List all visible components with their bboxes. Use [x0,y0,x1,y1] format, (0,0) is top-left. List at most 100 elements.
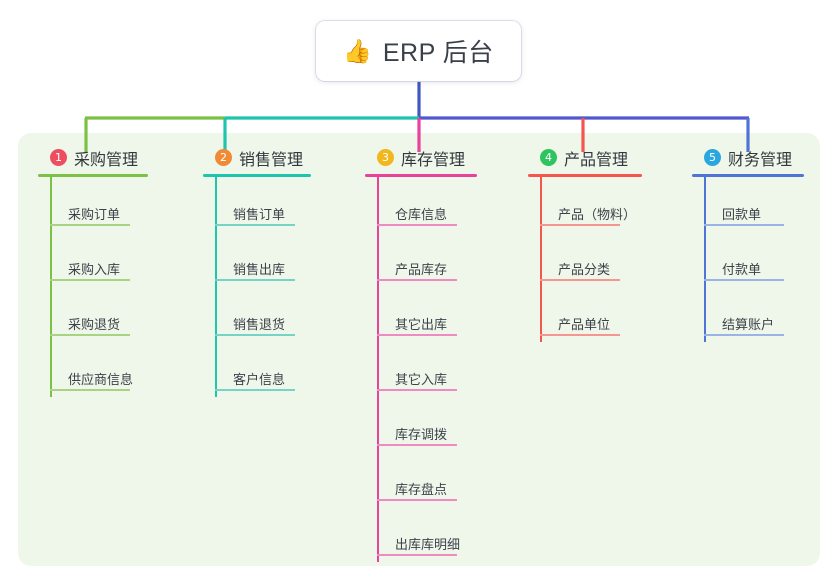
leaf-underline [377,224,457,226]
leaf-label: 采购退货 [68,317,121,332]
leaf-underline [215,279,295,281]
leaf-label: 销售订单 [233,207,286,222]
leaf-item[interactable]: 库存调拨 [365,397,510,452]
branch-2: 销售订单销售出库销售退货客户信息 [203,177,351,397]
column-title: 采购管理 [74,151,139,169]
column-header-4[interactable]: 4 产品管理 [528,145,678,170]
leaf-item[interactable]: 库存盘点 [365,452,510,507]
leaf-item[interactable]: 回款单 [692,177,820,232]
leaf-underline [215,334,295,336]
column-underline [528,174,642,177]
leaf-item[interactable]: 采购退货 [38,287,188,342]
branch-trunk [377,177,379,562]
branch-trunk [540,177,542,342]
column-title: 产品管理 [564,151,629,169]
column-underline [38,174,148,177]
leaf-label: 回款单 [722,207,762,222]
leaf-label: 出库库明细 [395,537,461,552]
column-badge-4: 4 [540,149,557,166]
leaf-underline [540,224,620,226]
column-3: 3 库存管理仓库信息产品库存其它出库其它入库库存调拨库存盘点出库库明细 [365,145,510,562]
leaf-item[interactable]: 销售退货 [203,287,351,342]
leaf-underline [377,389,457,391]
column-title: 财务管理 [728,151,793,169]
branch-trunk [704,177,706,342]
leaf-label: 仓库信息 [395,207,448,222]
leaf-underline [377,554,457,556]
leaf-label: 销售出库 [233,262,286,277]
thumbs-up-icon: 👍 [343,37,372,64]
content-panel [18,133,820,566]
leaf-label: 结算账户 [722,317,775,332]
leaf-underline [377,444,457,446]
leaf-underline [704,334,784,336]
branch-3: 仓库信息产品库存其它出库其它入库库存调拨库存盘点出库库明细 [365,177,510,562]
branch-trunk [215,177,217,397]
leaf-item[interactable]: 产品库存 [365,232,510,287]
leaf-label: 销售退货 [233,317,286,332]
leaf-label: 客户信息 [233,372,286,387]
column-4: 4 产品管理产品（物料） 产品分类产品单位 [528,145,678,342]
leaf-label: 其它出库 [395,317,448,332]
leaf-label: 产品（物料） [558,207,637,222]
column-badge-1: 1 [50,149,67,166]
leaf-underline [215,389,295,391]
branch-5: 回款单付款单结算账户 [692,177,820,342]
leaf-item[interactable]: 仓库信息 [365,177,510,232]
leaf-item[interactable]: 其它出库 [365,287,510,342]
leaf-underline [704,224,784,226]
column-title: 库存管理 [401,151,466,169]
leaf-item[interactable]: 产品分类 [528,232,678,287]
leaf-label: 采购订单 [68,207,121,222]
leaf-label: 供应商信息 [68,372,134,387]
leaf-underline [377,499,457,501]
column-badge-3: 3 [377,149,394,166]
leaf-item[interactable]: 供应商信息 [38,342,188,397]
column-5: 5 财务管理回款单付款单结算账户 [692,145,820,342]
leaf-underline [540,279,620,281]
leaf-item[interactable]: 销售出库 [203,232,351,287]
leaf-item[interactable]: 结算账户 [692,287,820,342]
branch-1: 采购订单采购入库采购退货供应商信息 [38,177,188,397]
leaf-item[interactable]: 产品（物料） [528,177,678,232]
column-underline [365,174,477,177]
leaf-underline [704,279,784,281]
leaf-label: 产品分类 [558,262,611,277]
root-title: ERP 后台 [382,39,494,67]
leaf-item[interactable]: 出库库明细 [365,507,510,562]
root-node[interactable]: 👍 ERP 后台 [316,21,521,81]
leaf-underline [377,279,457,281]
leaf-underline [50,279,130,281]
leaf-underline [215,224,295,226]
leaf-underline [377,334,457,336]
column-badge-5: 5 [704,149,721,166]
leaf-underline [50,334,130,336]
leaf-item[interactable]: 客户信息 [203,342,351,397]
leaf-label: 产品库存 [395,262,448,277]
column-underline [203,174,311,177]
leaf-item[interactable]: 采购订单 [38,177,188,232]
column-header-5[interactable]: 5 财务管理 [692,145,820,170]
leaf-label: 采购入库 [68,262,121,277]
leaf-label: 其它入库 [395,372,448,387]
leaf-label: 付款单 [722,262,762,277]
leaf-item[interactable]: 销售订单 [203,177,351,232]
column-underline [692,174,804,177]
branch-4: 产品（物料） 产品分类产品单位 [528,177,678,342]
leaf-label: 库存调拨 [395,427,448,442]
column-1: 1 采购管理采购订单采购入库采购退货供应商信息 [38,145,188,397]
leaf-item[interactable]: 采购入库 [38,232,188,287]
column-header-3[interactable]: 3 库存管理 [365,145,510,170]
branch-trunk [50,177,52,397]
column-header-1[interactable]: 1 采购管理 [38,145,188,170]
column-title: 销售管理 [239,151,304,169]
leaf-underline [50,224,130,226]
leaf-item[interactable]: 产品单位 [528,287,678,342]
leaf-label: 产品单位 [558,317,611,332]
leaf-item[interactable]: 付款单 [692,232,820,287]
leaf-item[interactable]: 其它入库 [365,342,510,397]
